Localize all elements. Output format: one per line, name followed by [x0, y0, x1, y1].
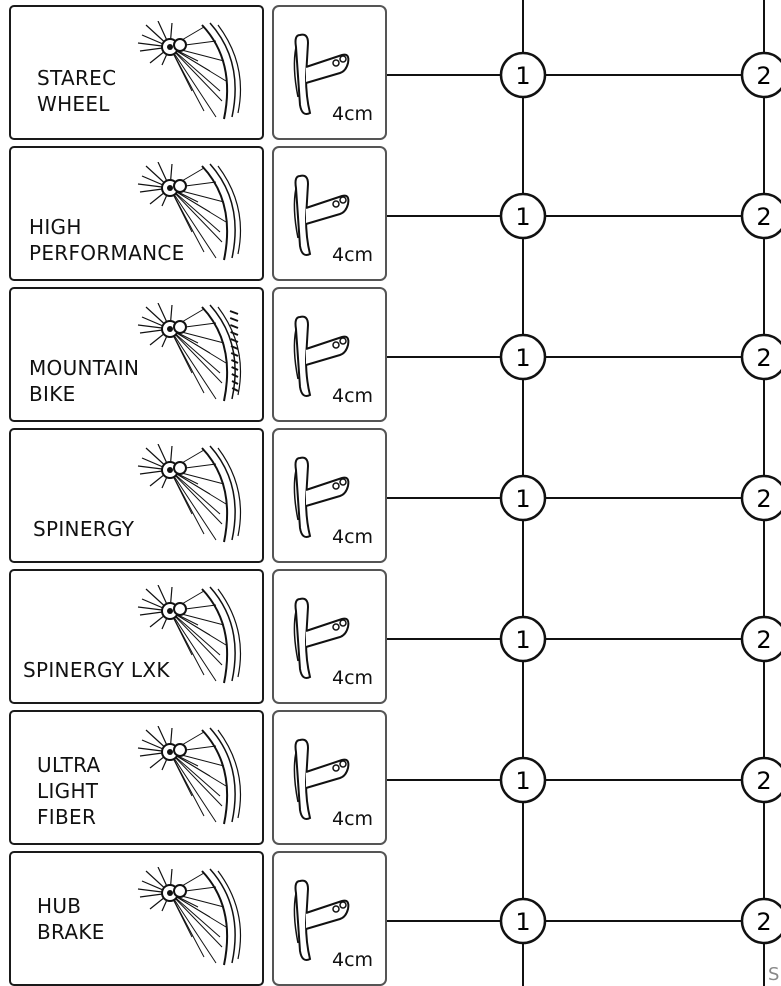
- wheel-card: HIGH PERFORMANCE: [9, 146, 264, 281]
- wheel-label: SPINERGY: [33, 517, 135, 541]
- spacer-card: 4cm: [272, 287, 387, 422]
- spacer-icon: [293, 456, 350, 538]
- step2-circle: [740, 192, 781, 240]
- step2-number: 2: [756, 767, 771, 795]
- spacer-icon: [293, 33, 350, 115]
- step2-circle: [740, 756, 781, 804]
- step2-circle: [740, 474, 781, 522]
- spacer-icon: [293, 738, 350, 820]
- step2-number: 2: [756, 344, 771, 372]
- step1-number: 1: [515, 344, 530, 372]
- step2-number: 2: [756, 908, 771, 936]
- spacer-icon: [293, 174, 350, 256]
- spacer-icon: [293, 879, 350, 961]
- wheel-hub-icon: [137, 162, 241, 261]
- step2-number: 2: [756, 203, 771, 231]
- step1-number: 1: [515, 485, 530, 513]
- step1-circle: [499, 51, 547, 99]
- step1-circle: [499, 756, 547, 804]
- step1-circle: [499, 474, 547, 522]
- wheel-hub-icon: [137, 585, 241, 684]
- wheel-hub-icon: [137, 303, 241, 402]
- wheel-label: MOUNTAIN BIKE: [29, 356, 140, 406]
- wheel-card: HUB BRAKE: [9, 851, 264, 986]
- spacer-size-label: 4cm: [332, 385, 374, 407]
- spacer-card: 4cm: [272, 5, 387, 140]
- step1-circle: [499, 333, 547, 381]
- wheel-hub-icon: [137, 21, 241, 120]
- wheel-hub-icon: [137, 444, 241, 543]
- spacer-card: 4cm: [272, 851, 387, 986]
- spacer-card: 4cm: [272, 710, 387, 845]
- wheel-card: ULTRA LIGHT FIBER: [9, 710, 264, 845]
- spacer-size-label: 4cm: [332, 667, 374, 689]
- wheel-card: STAREC WHEEL: [9, 5, 264, 140]
- wheel-label: STAREC WHEEL: [37, 66, 117, 116]
- spacer-size-label: 4cm: [332, 244, 374, 266]
- wheel-hub-icon: [137, 726, 241, 825]
- spacer-size-label: 4cm: [332, 526, 374, 548]
- step2-number: 2: [756, 485, 771, 513]
- spacer-card: 4cm: [272, 569, 387, 704]
- step2-circle: [740, 51, 781, 99]
- step1-circle: [499, 192, 547, 240]
- wheel-card: SPINERGY LXK: [9, 569, 264, 704]
- wheel-card: SPINERGY: [9, 428, 264, 563]
- wheel-label: ULTRA LIGHT FIBER: [37, 753, 101, 829]
- wheel-label: HIGH PERFORMANCE: [29, 215, 185, 265]
- step1-number: 1: [515, 626, 530, 654]
- step1-number: 1: [515, 908, 530, 936]
- spacer-card: 4cm: [272, 428, 387, 563]
- wheel-label: HUB BRAKE: [37, 894, 105, 944]
- step1-circle: [499, 897, 547, 945]
- step2-number: 2: [756, 626, 771, 654]
- spacer-card: 4cm: [272, 146, 387, 281]
- step1-circle: [499, 615, 547, 663]
- step2-circle: [740, 897, 781, 945]
- step1-number: 1: [515, 767, 530, 795]
- spacer-icon: [293, 315, 350, 397]
- step1-number: 1: [515, 203, 530, 231]
- step2-circle: [740, 333, 781, 381]
- spacer-size-label: 4cm: [332, 949, 374, 971]
- step2-circle: [740, 615, 781, 663]
- spacer-icon: [293, 597, 350, 679]
- step2-number: 2: [756, 62, 771, 90]
- wheel-label: SPINERGY LXK: [23, 658, 170, 682]
- wheel-card: MOUNTAIN BIKE: [9, 287, 264, 422]
- wheel-hub-icon: [137, 867, 241, 966]
- spacer-size-label: 4cm: [332, 808, 374, 830]
- corner-text: S: [768, 964, 780, 985]
- spacer-size-label: 4cm: [332, 103, 374, 125]
- step1-number: 1: [515, 62, 530, 90]
